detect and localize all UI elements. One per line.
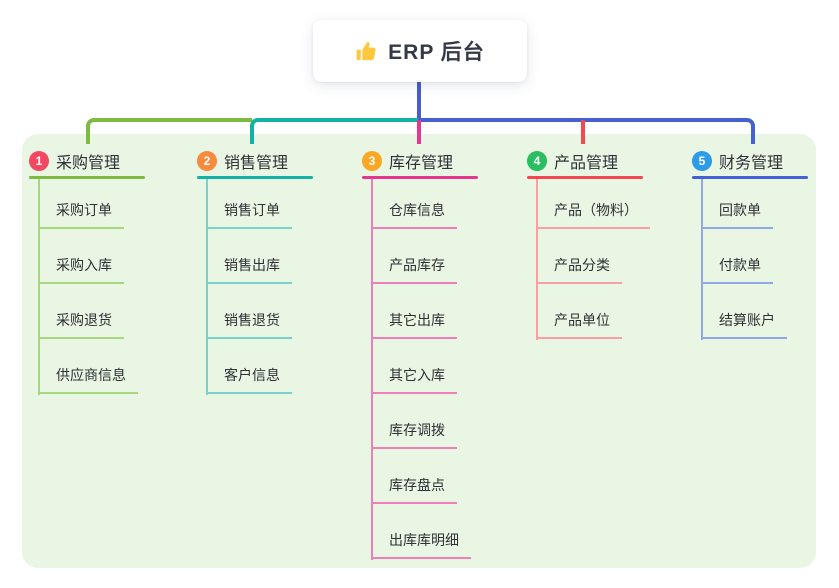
child-sales-order[interactable]: 销售订单 bbox=[206, 200, 292, 229]
branches-panel bbox=[22, 134, 816, 568]
connector-branch-inventory bbox=[417, 120, 421, 144]
branch-inventory-label: 库存管理 bbox=[389, 155, 454, 172]
child-purchase-order[interactable]: 采购订单 bbox=[38, 200, 124, 229]
branch-underline bbox=[362, 176, 478, 179]
connector-branch-sales bbox=[250, 118, 418, 144]
badge-1: 1 bbox=[29, 151, 49, 171]
branch-inventory-spine bbox=[371, 179, 373, 560]
branch-underline bbox=[197, 176, 313, 179]
child-warehouse-info[interactable]: 仓库信息 bbox=[371, 200, 457, 229]
thumbs-up-icon bbox=[355, 40, 378, 63]
child-receipt-bill[interactable]: 回款单 bbox=[701, 200, 773, 229]
branch-underline bbox=[692, 176, 808, 179]
badge-5: 5 bbox=[692, 151, 712, 171]
child-product-category[interactable]: 产品分类 bbox=[536, 255, 622, 284]
child-other-inbound[interactable]: 其它入库 bbox=[371, 365, 457, 394]
child-purchase-return[interactable]: 采购退货 bbox=[38, 310, 124, 339]
branch-sales[interactable]: 2 销售管理 bbox=[197, 149, 313, 179]
badge-4: 4 bbox=[527, 151, 547, 171]
branch-purchase-label: 采购管理 bbox=[56, 155, 121, 172]
branch-finance-label: 财务管理 bbox=[719, 155, 784, 172]
branch-inventory[interactable]: 3 库存管理 bbox=[362, 149, 478, 179]
child-stock-transfer[interactable]: 库存调拨 bbox=[371, 420, 457, 449]
branch-purchase[interactable]: 1 采购管理 bbox=[29, 149, 145, 179]
branch-finance[interactable]: 5 财务管理 bbox=[692, 149, 808, 179]
branch-purchase-spine bbox=[38, 179, 40, 395]
root-trunk-connector bbox=[417, 82, 421, 120]
child-settlement-account[interactable]: 结算账户 bbox=[701, 310, 787, 339]
connector-branch-finance bbox=[418, 118, 755, 144]
branch-sales-label: 销售管理 bbox=[224, 155, 289, 172]
child-supplier-info[interactable]: 供应商信息 bbox=[38, 365, 138, 394]
child-payment-bill[interactable]: 付款单 bbox=[701, 255, 773, 284]
branch-product-label: 产品管理 bbox=[554, 155, 619, 172]
badge-2: 2 bbox=[197, 151, 217, 171]
child-product-material[interactable]: 产品（物料） bbox=[536, 200, 650, 229]
child-outbound-details[interactable]: 出库库明细 bbox=[371, 530, 471, 559]
branch-underline bbox=[527, 176, 643, 179]
child-sales-outbound[interactable]: 销售出库 bbox=[206, 255, 292, 284]
child-stock-count[interactable]: 库存盘点 bbox=[371, 475, 457, 504]
connector-branch-product bbox=[581, 120, 585, 144]
branch-product[interactable]: 4 产品管理 bbox=[527, 149, 643, 179]
child-purchase-inbound[interactable]: 采购入库 bbox=[38, 255, 124, 284]
branch-sales-spine bbox=[206, 179, 208, 395]
connector-branch-purchase bbox=[86, 118, 252, 144]
badge-3: 3 bbox=[362, 151, 382, 171]
root-node[interactable]: ERP 后台 bbox=[313, 20, 527, 82]
branch-product-spine bbox=[536, 179, 538, 340]
child-customer-info[interactable]: 客户信息 bbox=[206, 365, 292, 394]
child-product-stock[interactable]: 产品库存 bbox=[371, 255, 457, 284]
branch-underline bbox=[29, 176, 145, 179]
child-product-unit[interactable]: 产品单位 bbox=[536, 310, 622, 339]
branch-finance-spine bbox=[701, 179, 703, 340]
child-other-outbound[interactable]: 其它出库 bbox=[371, 310, 457, 339]
child-sales-return[interactable]: 销售退货 bbox=[206, 310, 292, 339]
root-label: ERP 后台 bbox=[388, 41, 485, 64]
